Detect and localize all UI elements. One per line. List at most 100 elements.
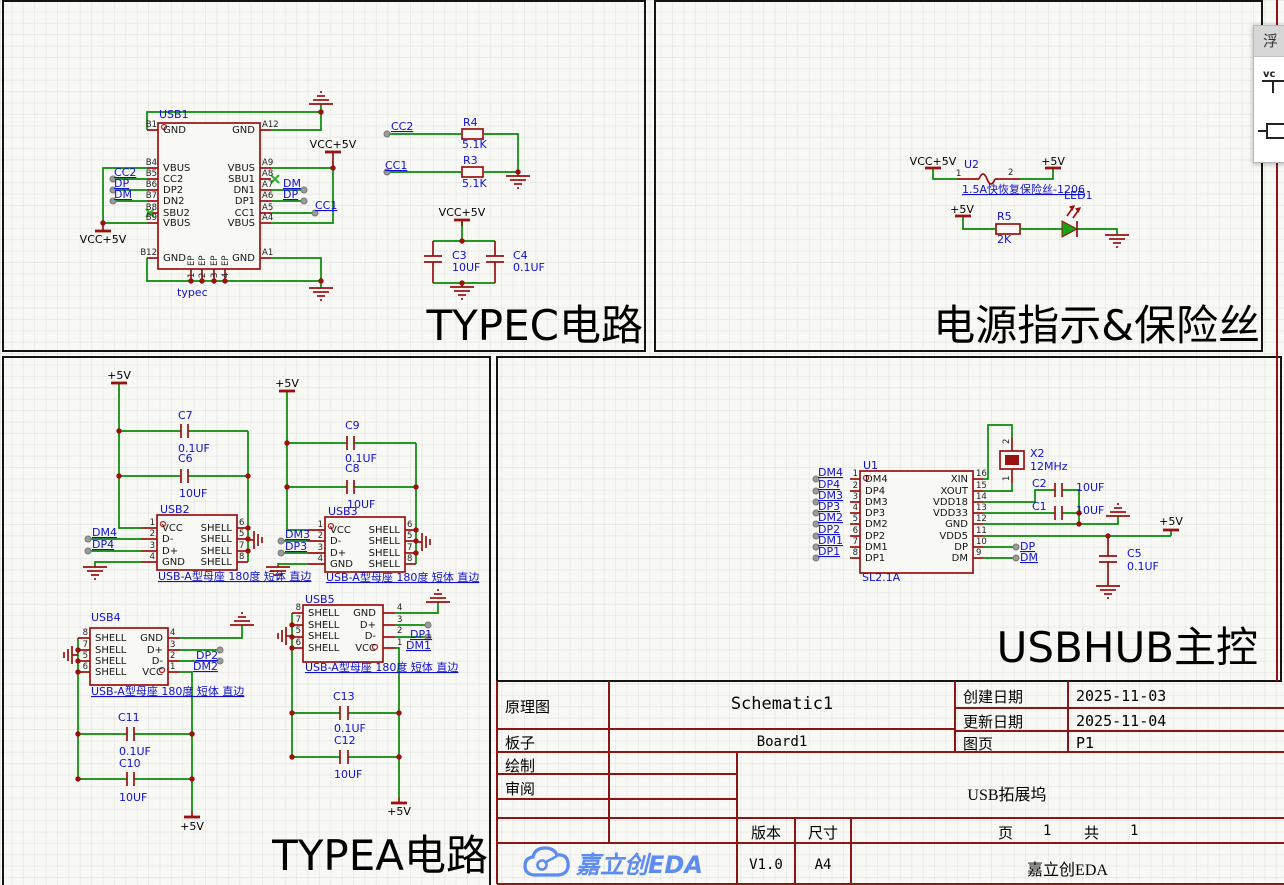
junction-dot[interactable] [189, 776, 195, 782]
net-port-dot[interactable] [424, 633, 432, 641]
created-date[interactable]: 2025-11-03 [1076, 687, 1167, 705]
schematic-text[interactable]: EP [221, 256, 231, 267]
schematic-text[interactable]: SHELL [201, 557, 233, 568]
schematic-text[interactable]: 15 [976, 481, 987, 491]
schematic-text[interactable]: SHELL [369, 548, 401, 559]
schematic-text[interactable]: SHELL [201, 546, 233, 557]
schematic-text[interactable]: C3 [452, 249, 467, 262]
schematic-text[interactable]: DP4 [865, 486, 885, 497]
schematic-text[interactable]: DM4 [92, 526, 117, 539]
schematic-text[interactable]: SHELL [95, 633, 127, 644]
wire[interactable] [983, 489, 1055, 503]
schematic-text[interactable]: A7 [262, 180, 273, 190]
schematic-text[interactable]: D+ [147, 645, 163, 656]
net-port-dot[interactable] [424, 621, 432, 629]
schematic-text[interactable]: USB4 [91, 611, 121, 624]
junction-dot[interactable] [330, 165, 336, 171]
schematic-text[interactable]: DP1 [410, 628, 432, 641]
junction-dot[interactable] [245, 525, 251, 531]
schematic-text[interactable]: DM2 [865, 519, 888, 530]
schematic-text[interactable]: CC1 [235, 208, 255, 219]
net-port-dot[interactable] [812, 509, 820, 517]
schematic-text[interactable]: GND [945, 519, 968, 530]
schematic-text[interactable]: GND [330, 559, 353, 570]
net-port-dot[interactable] [277, 537, 285, 545]
schematic-text[interactable]: C9 [345, 419, 360, 432]
net-port-dot[interactable] [84, 547, 92, 555]
schematic-text[interactable]: 10UF [334, 768, 362, 781]
schematic-text[interactable]: LED1 [1064, 189, 1093, 202]
junction-dot[interactable] [75, 658, 81, 664]
net-port-dot[interactable] [109, 175, 117, 183]
schematic-text[interactable]: USB-A型母座 180度 短体 直边 [91, 684, 244, 698]
net-port-dot[interactable] [109, 186, 117, 194]
junction-dot[interactable] [189, 731, 195, 737]
schematic-text[interactable]: SHELL [308, 643, 340, 654]
net-port-dot[interactable] [311, 209, 319, 217]
net-port-dot[interactable] [300, 186, 308, 194]
schematic-text[interactable]: D+ [360, 620, 376, 631]
schematic-text[interactable]: GND [163, 125, 186, 136]
schematic-text[interactable]: 4 [853, 503, 858, 513]
schematic-text[interactable]: 7 [239, 541, 244, 551]
schematic-text[interactable]: SHELL [369, 525, 401, 536]
schematic-text[interactable]: VDD33 [933, 508, 968, 519]
schematic-text[interactable]: D- [152, 656, 164, 667]
schematic-text[interactable]: SHELL [369, 559, 401, 570]
schematic-text[interactable]: DP [114, 177, 129, 190]
wire[interactable] [94, 561, 141, 567]
junction-dot[interactable] [75, 669, 81, 675]
junction-dot[interactable] [1076, 510, 1082, 516]
schematic-text[interactable]: DP2 [818, 523, 840, 536]
schematic-text[interactable]: R4 [463, 116, 478, 129]
schematic-text[interactable]: C6 [178, 452, 193, 465]
schematic-text[interactable]: SHELL [201, 534, 233, 545]
schematic-text[interactable]: USB-A型母座 180度 短体 直边 [158, 569, 311, 583]
resistor-icon[interactable] [1266, 123, 1284, 139]
schematic-text[interactable]: DP1 [865, 553, 885, 564]
schematic-text[interactable]: 10 [976, 537, 987, 547]
schematic-text[interactable]: 5 [853, 514, 858, 524]
schematic-text[interactable]: USB2 [160, 503, 190, 516]
schematic-text[interactable]: 2 [1002, 439, 1012, 444]
junction-dot[interactable] [289, 754, 295, 760]
schematic-text[interactable]: SHELL [201, 523, 233, 534]
schematic-text[interactable]: 1 [170, 662, 175, 672]
wire[interactable] [277, 563, 308, 567]
schematic-text[interactable]: R5 [997, 210, 1012, 223]
schematic-text[interactable]: CC1 [315, 199, 337, 212]
wire[interactable] [180, 671, 193, 811]
junction-dot[interactable] [284, 484, 290, 490]
schematic-text[interactable]: +5V [1159, 515, 1183, 528]
schematic-text[interactable]: DM1 [818, 534, 843, 547]
schematic-text[interactable]: USB1 [159, 108, 189, 121]
wire[interactable] [962, 216, 996, 230]
schematic-text[interactable]: 2 [1008, 168, 1013, 178]
junction-dot[interactable] [318, 278, 324, 284]
schematic-text[interactable]: 0.1UF [334, 722, 366, 735]
schematic-text[interactable]: 10UF [179, 487, 207, 500]
schematic-text[interactable]: DP4 [818, 478, 840, 491]
schematic-text[interactable]: +5V [950, 203, 974, 216]
schematic-text[interactable]: +5V [387, 805, 411, 818]
schematic-text[interactable]: VCC [162, 523, 183, 534]
schematic-text[interactable]: DM2 [818, 511, 843, 524]
junction-dot[interactable] [318, 109, 324, 115]
junction-dot[interactable] [413, 550, 419, 556]
schematic-text[interactable]: C8 [345, 462, 360, 475]
schematic-text[interactable]: C10 [119, 757, 141, 770]
schematic-text[interactable]: XOUT [940, 486, 968, 497]
schematic-text[interactable]: A12 [262, 120, 279, 130]
schematic-text[interactable]: 2 [318, 531, 323, 541]
schematic-text[interactable]: C1 [1032, 500, 1047, 513]
schematic-text[interactable]: 12MHz [1030, 460, 1068, 473]
junction-dot[interactable] [515, 169, 521, 175]
schematic-text[interactable]: U2 [964, 158, 979, 171]
net-port-dot[interactable] [812, 520, 820, 528]
wire[interactable] [395, 602, 439, 614]
schematic-text[interactable]: C5 [1127, 547, 1142, 560]
schematic-text[interactable]: 3 [210, 273, 220, 278]
schematic-text[interactable]: DM4 [818, 466, 843, 479]
